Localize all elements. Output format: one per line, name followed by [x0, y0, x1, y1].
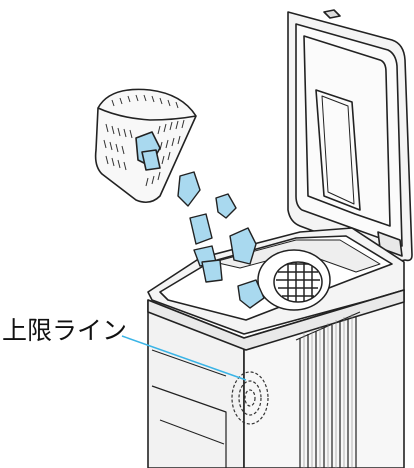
ice-chips — [177, 171, 265, 309]
upper-limit-line-label: 上限ライン — [2, 316, 128, 345]
grille — [257, 249, 331, 311]
filter-box — [94, 88, 197, 204]
lid — [287, 9, 413, 263]
sensor-circle — [231, 371, 269, 425]
leader-line — [121, 335, 247, 381]
vent-louvers — [295, 311, 361, 468]
